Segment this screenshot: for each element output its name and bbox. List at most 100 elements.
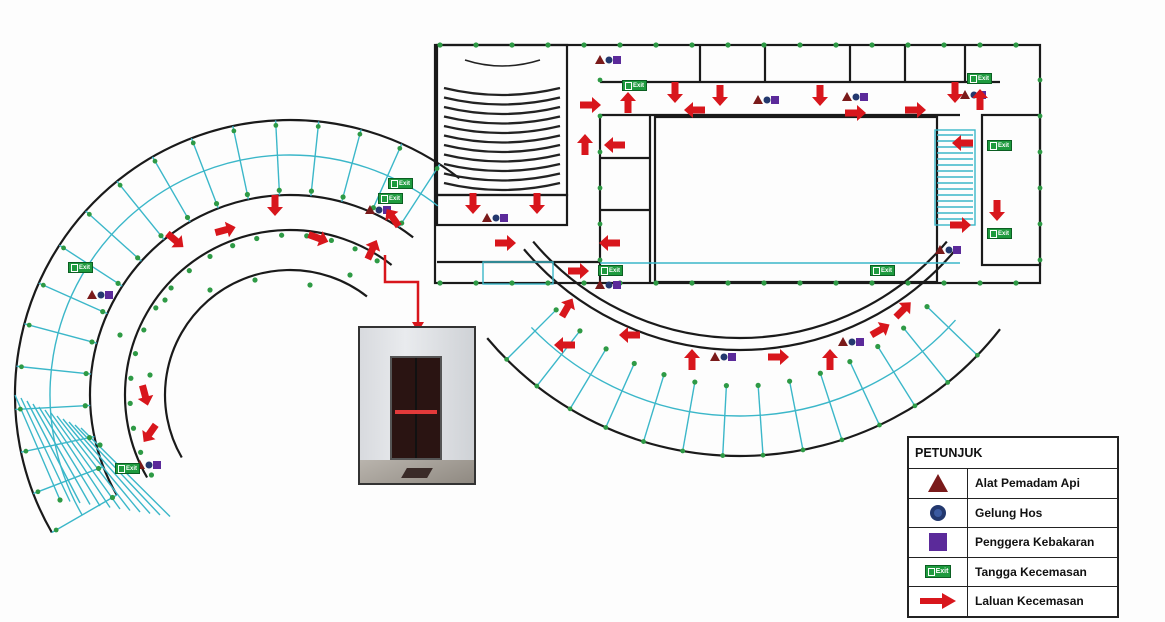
column: [35, 489, 41, 495]
column: [1013, 42, 1019, 48]
column: [509, 280, 515, 286]
legend-row-hose-reel: Gelung Hos: [909, 498, 1117, 528]
hose-reel-icon: [375, 206, 383, 214]
column: [434, 166, 440, 171]
left-wing-room-divider: [190, 138, 219, 209]
column: [641, 439, 646, 444]
emergency-exit-sign: Exit: [378, 193, 404, 204]
column: [273, 122, 279, 128]
column: [397, 145, 403, 151]
evacuation-arrow-icon: [845, 105, 866, 121]
left-wing-grid-line: [68, 421, 151, 514]
evacuation-arrow-icon: [364, 240, 381, 261]
fire-extinguisher-icon: [753, 95, 763, 104]
left-wing-grid-line: [14, 394, 61, 501]
emergency-exit-sign: Exit: [870, 265, 896, 276]
south-wing-outer-wall: [486, 328, 1001, 458]
evacuation-arrow-icon: [684, 349, 700, 370]
south-wing-room-divider: [876, 344, 916, 407]
seating-row: [443, 143, 561, 154]
fire-alarm-icon: [860, 93, 868, 101]
column: [213, 201, 220, 207]
column: [231, 128, 237, 134]
column: [162, 297, 168, 303]
column: [1037, 77, 1043, 83]
column: [26, 322, 32, 328]
column: [82, 403, 88, 409]
column: [974, 352, 980, 358]
legend-label: Laluan Kecemasan: [975, 594, 1084, 608]
fire-extinguisher-icon: [595, 55, 605, 64]
column: [760, 452, 766, 458]
column: [148, 472, 155, 478]
column: [473, 280, 479, 286]
column: [19, 364, 24, 370]
left-wing-room-divider: [116, 180, 165, 241]
auditorium-seating: [443, 59, 561, 192]
column: [57, 497, 63, 503]
column: [184, 214, 191, 221]
column: [473, 42, 479, 48]
evacuation-arrow-icon: [137, 384, 154, 406]
column: [207, 253, 213, 260]
column: [1013, 280, 1019, 286]
column: [545, 42, 551, 48]
evacuation-arrow-icon: [465, 193, 481, 214]
left-wing-room-divider: [38, 282, 108, 315]
emergency-exit-sign: Exit: [987, 140, 1013, 151]
left-wing-corridor-inner-wall: [123, 228, 393, 479]
fire-alarm-icon: [728, 353, 736, 361]
emergency-exit-sign: Exit: [598, 265, 624, 276]
column: [97, 442, 103, 448]
evacuation-arrow-icon: [619, 327, 640, 343]
column: [86, 211, 92, 217]
lobby-bench: [482, 261, 554, 285]
column: [534, 383, 540, 389]
emergency-exit-sign: Exit: [388, 178, 414, 189]
fire-extinguisher-icon: [710, 352, 720, 361]
evacuation-arrow-icon: [972, 89, 988, 110]
column: [83, 370, 89, 377]
hose-reel-icon: [848, 338, 856, 346]
hose-reel-icon: [720, 353, 728, 361]
column: [597, 185, 603, 191]
column: [130, 425, 137, 431]
running-man-icon: [601, 266, 608, 275]
stage-edge: [464, 59, 541, 67]
column: [186, 268, 192, 274]
column: [597, 149, 603, 155]
double-door: [390, 356, 442, 460]
evacuation-arrow-icon: [905, 102, 926, 118]
column: [100, 309, 106, 315]
auditorium-lobby: [435, 193, 569, 227]
column: [1037, 113, 1043, 119]
emergency-exit-sign: Exit: [115, 463, 141, 474]
column: [207, 287, 213, 293]
left-wing-grid-line: [32, 403, 91, 505]
column: [817, 370, 823, 376]
photo-callout-line: [383, 255, 420, 330]
column: [89, 339, 95, 345]
column: [374, 258, 380, 264]
column: [839, 437, 845, 443]
legend-label: Gelung Hos: [975, 505, 1043, 520]
south-wing-room-divider: [682, 379, 696, 452]
evacuation-arrow-icon: [667, 82, 683, 103]
legend-label: Penggera Kebakaran: [975, 535, 1095, 549]
evacuation-arrow-icon: [214, 221, 236, 238]
column: [328, 237, 335, 244]
fire-extinguisher-icon: [935, 245, 945, 254]
column: [689, 42, 695, 48]
left-wing-courtyard-wall: [163, 268, 368, 459]
south-wing-corridor-wall: [523, 248, 957, 352]
left-wing-outer-wall: [13, 118, 460, 534]
south-wing-room-line: [530, 319, 957, 417]
left-wing-room-divider: [232, 125, 250, 200]
column: [797, 42, 803, 48]
exit-label: Exit: [399, 180, 411, 187]
column: [308, 188, 315, 194]
column: [597, 113, 603, 119]
exit-label: Exit: [998, 142, 1010, 149]
column: [17, 406, 23, 412]
legend-row-fire-alarm: Penggera Kebakaran: [909, 528, 1117, 558]
